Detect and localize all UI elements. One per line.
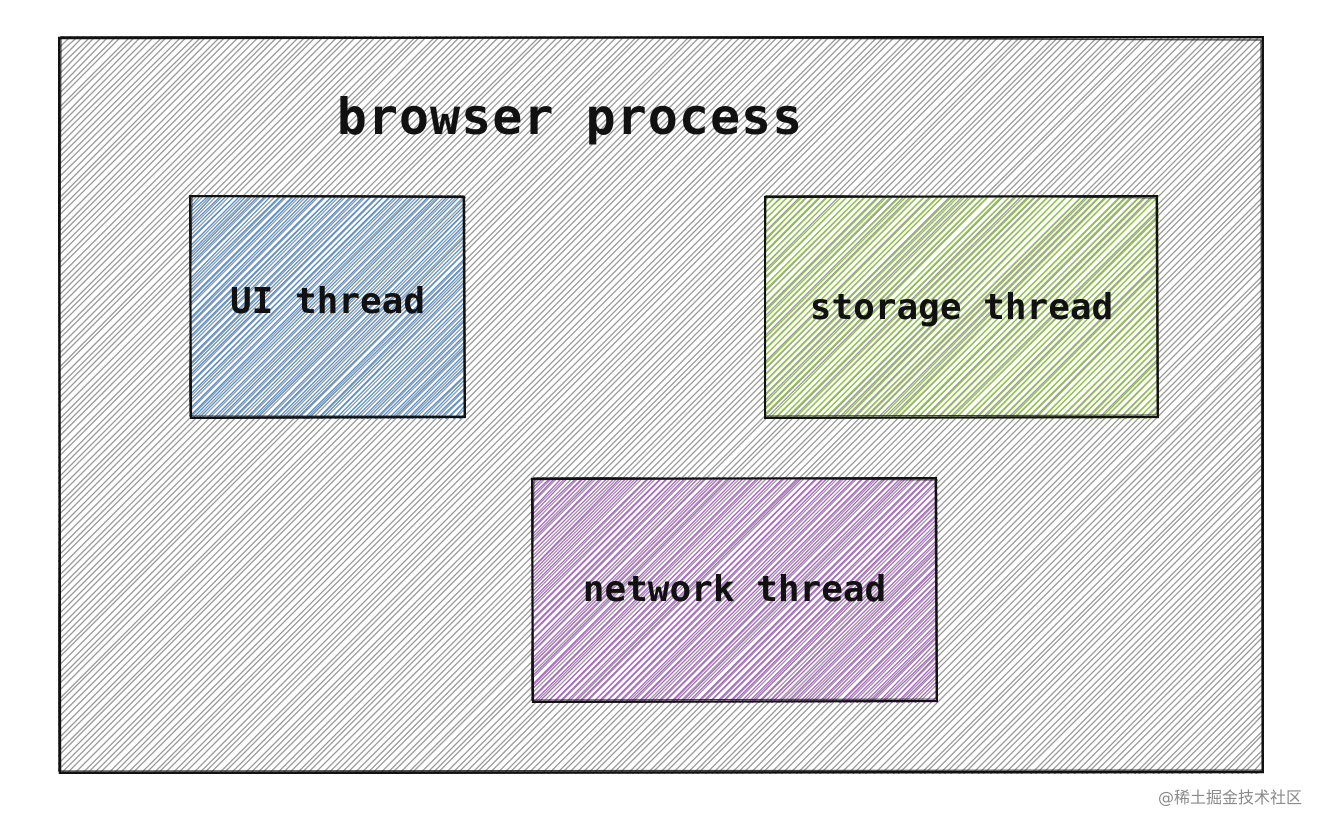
storage-thread-label: storage thread [809,287,1114,328]
network-thread-label: network thread [582,569,887,610]
process-title: browser process [336,88,804,146]
ui-thread-label: UI thread [229,281,426,322]
network-thread-box: network thread [531,477,938,703]
ui-thread-box: UI thread [189,195,466,419]
storage-thread-box: storage thread [764,195,1159,419]
watermark: @稀土掘金技术社区 [1157,788,1302,807]
